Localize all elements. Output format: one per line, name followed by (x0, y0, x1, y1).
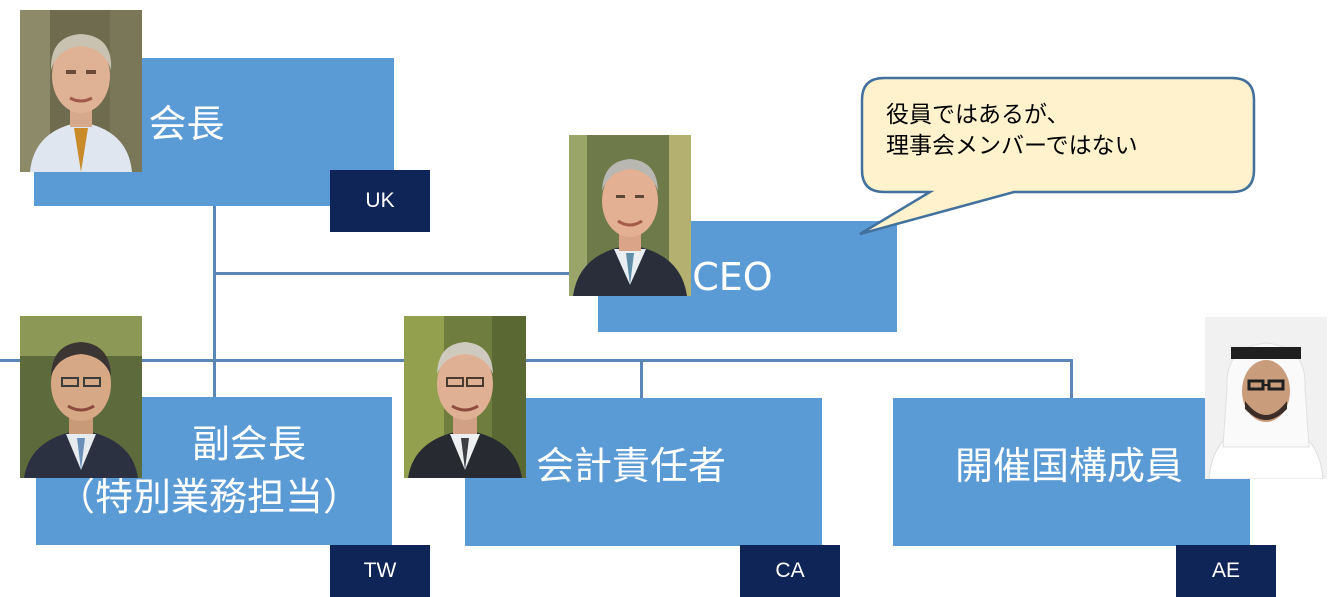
portrait-photo-icon (20, 10, 142, 172)
chairman-country-badge: UK (330, 170, 430, 232)
treasurer-country-badge: CA (740, 545, 840, 597)
connector-host-member (1070, 359, 1073, 399)
host-member-photo (1205, 317, 1327, 479)
host-member-country-code: AE (1211, 559, 1240, 582)
vice-chairman-title-line1: 副会長 (191, 421, 306, 466)
portrait-photo-icon (1205, 317, 1327, 479)
chairman-title: 会長 (148, 101, 225, 146)
connector-chairman-down (213, 205, 216, 399)
treasurer-photo (404, 316, 526, 478)
connector-to-ceo (213, 272, 599, 275)
portrait-photo-icon (569, 135, 691, 296)
callout-line-1: 役員ではあるが、 (886, 102, 1070, 128)
treasurer-country-code: CA (775, 559, 805, 582)
connector-horizontal-bus (0, 359, 1073, 362)
portrait-photo-icon (404, 316, 526, 478)
callout-text: 役員ではあるが、 理事会メンバーではない (886, 100, 1226, 163)
ceo-photo (569, 135, 691, 296)
portrait-photo-icon (20, 316, 142, 478)
connector-treasurer (640, 359, 643, 399)
host-member-box: 開催国構成員 (893, 398, 1250, 546)
callout-line-2: 理事会メンバーではない (886, 133, 1138, 160)
vice-chairman-country-code: TW (363, 559, 397, 582)
vice-chairman-country-badge: TW (330, 545, 430, 597)
host-member-country-badge: AE (1176, 545, 1276, 597)
host-member-title: 開催国構成員 (954, 444, 1183, 489)
chairman-photo (20, 10, 142, 172)
treasurer-title: 会計責任者 (535, 444, 726, 489)
ceo-title: CEO (692, 254, 773, 299)
chairman-country-code: UK (365, 189, 395, 212)
vice-chairman-title-line2: （特別業務担当） (56, 475, 361, 519)
vice-chairman-photo (20, 316, 142, 478)
